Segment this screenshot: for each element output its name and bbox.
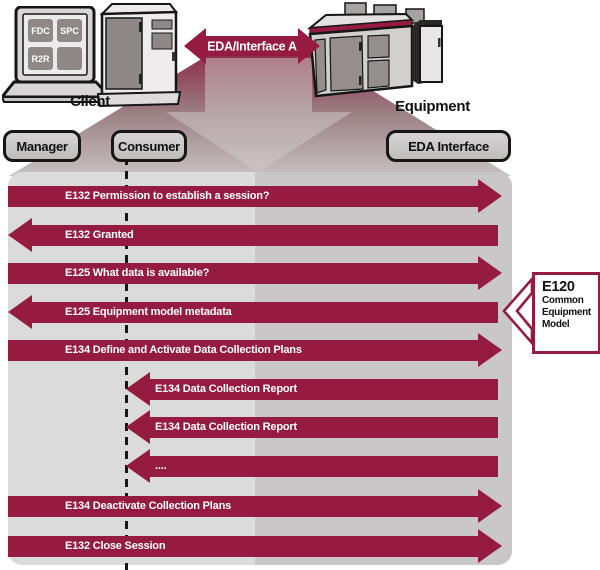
message-label: E134 Deactivate Collection Plans bbox=[65, 499, 232, 512]
eda-interface-a-arrow: EDA/Interface A bbox=[184, 28, 320, 64]
message-arrow: E134 Data Collection Report bbox=[126, 371, 498, 407]
lane-label-consumer: Consumer bbox=[118, 138, 180, 154]
message-arrow: E125 What data is available? bbox=[8, 256, 502, 291]
message-arrow: E134 Deactivate Collection Plans bbox=[8, 488, 502, 524]
message-label: E134 Define and Activate Data Collection… bbox=[65, 344, 302, 356]
message-label: E125 Equipment model metadata bbox=[65, 305, 232, 318]
arrow-bar bbox=[149, 378, 498, 400]
arrowhead-icon bbox=[478, 528, 502, 563]
arrowhead-icon bbox=[8, 294, 32, 329]
arrowhead-icon bbox=[478, 333, 502, 367]
equipment-caption: Equipment bbox=[395, 98, 470, 115]
arrow-bar bbox=[8, 495, 479, 517]
client-caption: Client bbox=[70, 93, 110, 110]
message-label: E132 Close Session bbox=[65, 539, 166, 552]
e120-chevron-icon bbox=[502, 276, 534, 346]
arrowhead-icon bbox=[126, 371, 150, 406]
equipment-icon bbox=[306, 2, 443, 98]
message-label: E132 Permission to establish a session? bbox=[65, 189, 270, 202]
message-label: E125 What data is available? bbox=[65, 267, 210, 279]
lane-label-eda-interface: EDA Interface bbox=[408, 138, 489, 154]
message-arrow: .... bbox=[126, 448, 498, 484]
arrow-bar bbox=[8, 535, 479, 557]
arrowhead-icon bbox=[478, 488, 502, 523]
message-arrow: E132 Permission to establish a session? bbox=[8, 178, 502, 214]
arrow-bar bbox=[8, 340, 479, 361]
message-label: .... bbox=[155, 459, 167, 472]
arrowhead-icon bbox=[126, 448, 150, 483]
app-tile-r2r: R2R bbox=[31, 54, 50, 64]
arrow-bar bbox=[8, 185, 479, 207]
app-tile-fdc: FDC bbox=[31, 26, 50, 36]
client-server-icon bbox=[96, 3, 182, 108]
eda-interface-a-label: EDA/Interface A bbox=[207, 40, 297, 54]
app-tile-spc: SPC bbox=[60, 26, 79, 36]
e120-line-2: Equipment bbox=[542, 307, 591, 318]
arrow-bar bbox=[149, 417, 498, 438]
lane-label-manager: Manager bbox=[16, 138, 68, 154]
message-arrow: E132 Granted bbox=[8, 217, 498, 253]
e120-line-1: Common bbox=[542, 295, 584, 306]
arrowhead-icon bbox=[478, 178, 502, 213]
message-arrow: E125 Equipment model metadata bbox=[8, 294, 498, 330]
arrow-bar bbox=[31, 224, 498, 246]
arrowhead-icon bbox=[126, 410, 150, 444]
arrowhead-icon bbox=[478, 256, 502, 290]
message-label: E134 Data Collection Report bbox=[155, 421, 297, 433]
message-arrow: E134 Data Collection Report bbox=[126, 410, 498, 445]
message-arrow: E134 Define and Activate Data Collection… bbox=[8, 333, 502, 368]
message-arrow: E132 Close Session bbox=[8, 528, 502, 564]
arrow-bar bbox=[8, 263, 479, 284]
lane-box-eda-interface: EDA Interface bbox=[386, 130, 511, 162]
message-label: E134 Data Collection Report bbox=[155, 382, 297, 395]
arrow-bar bbox=[31, 301, 498, 323]
consumer-lifeline bbox=[125, 157, 128, 570]
lane-box-consumer: Consumer bbox=[111, 130, 187, 162]
arrow-bar bbox=[149, 455, 498, 477]
e120-line-3: Model bbox=[542, 319, 570, 330]
message-label: E132 Granted bbox=[65, 228, 134, 241]
client-laptop-icon: FDC SPC R2R bbox=[2, 6, 112, 103]
lane-box-manager: Manager bbox=[3, 130, 81, 162]
e120-note: E120 Common Equipment Model bbox=[532, 272, 600, 354]
e120-code: E120 bbox=[542, 279, 575, 295]
arrowhead-icon bbox=[8, 217, 32, 252]
